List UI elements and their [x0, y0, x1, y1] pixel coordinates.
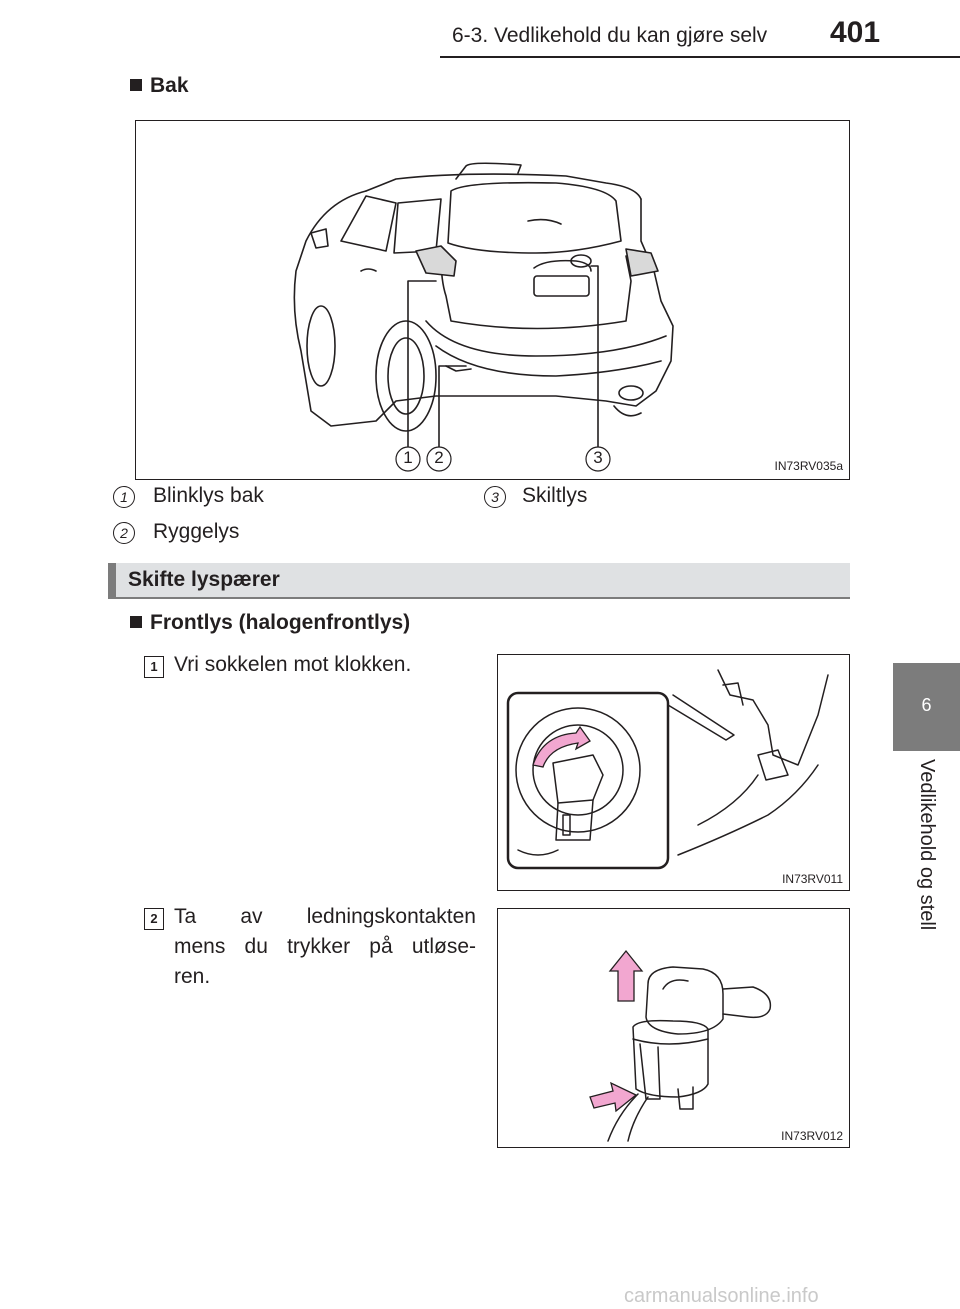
section-title: 6-3. Vedlikehold du kan gjøre selv [452, 24, 768, 47]
page-number: 401 [830, 16, 881, 49]
chapter-tab[interactable]: 6 [893, 663, 960, 751]
legend-item-2: 2 Ryggelys [113, 520, 239, 544]
bar-title: Skifte lyspærer [128, 568, 280, 591]
callout-3-label: 3 [593, 448, 603, 467]
step-2-text: Ta av ledningskontakten mens du trykker … [174, 905, 476, 988]
connector-release-illustration [589, 949, 772, 1142]
front-subheading: Frontlys (halogenfrontlys) [130, 611, 410, 635]
watermark: carmanualsonline.info [624, 1285, 819, 1307]
pull-up-arrow-icon [608, 949, 644, 1002]
rear-callouts [395, 446, 611, 472]
header-rule [440, 56, 960, 58]
square-bullet-icon [130, 616, 142, 628]
figure-code: IN73RV011 [782, 872, 843, 886]
step-1-figure: IN73RV011 [497, 654, 850, 891]
rear-car-illustration [293, 162, 674, 472]
legend-item-3: 3 Skiltlys [484, 484, 587, 508]
step-2-marker: 2 [144, 908, 164, 930]
legend-item-1: 1 Blinklys bak [113, 484, 264, 508]
rotate-arrow-icon [532, 725, 591, 768]
press-arrow-icon [589, 1081, 638, 1113]
rear-heading: Bak [130, 74, 189, 98]
figure-code: IN73RV012 [781, 1129, 843, 1143]
bulb-socket-rotate-illustration [506, 669, 829, 870]
step-1-marker: 1 [144, 656, 164, 678]
chapter-label: Vedlikehold og stell [916, 759, 938, 931]
chapter-number: 6 [921, 695, 932, 715]
section-heading-bar: Skifte lyspærer [108, 563, 850, 599]
callout-2-label: 2 [434, 448, 444, 467]
chapter-label-strip: Vedlikehold og stell [893, 751, 960, 1215]
figure-code: IN73RV035a [774, 459, 844, 473]
rear-car-figure: 1 2 3 IN73RV035a [135, 120, 850, 480]
step-1-text: Vri sokkelen mot klokken. [174, 653, 412, 676]
bar-accent [108, 563, 116, 599]
callout-1-label: 1 [403, 448, 413, 467]
step-2-figure: IN73RV012 [497, 908, 850, 1148]
square-bullet-icon [130, 79, 142, 91]
